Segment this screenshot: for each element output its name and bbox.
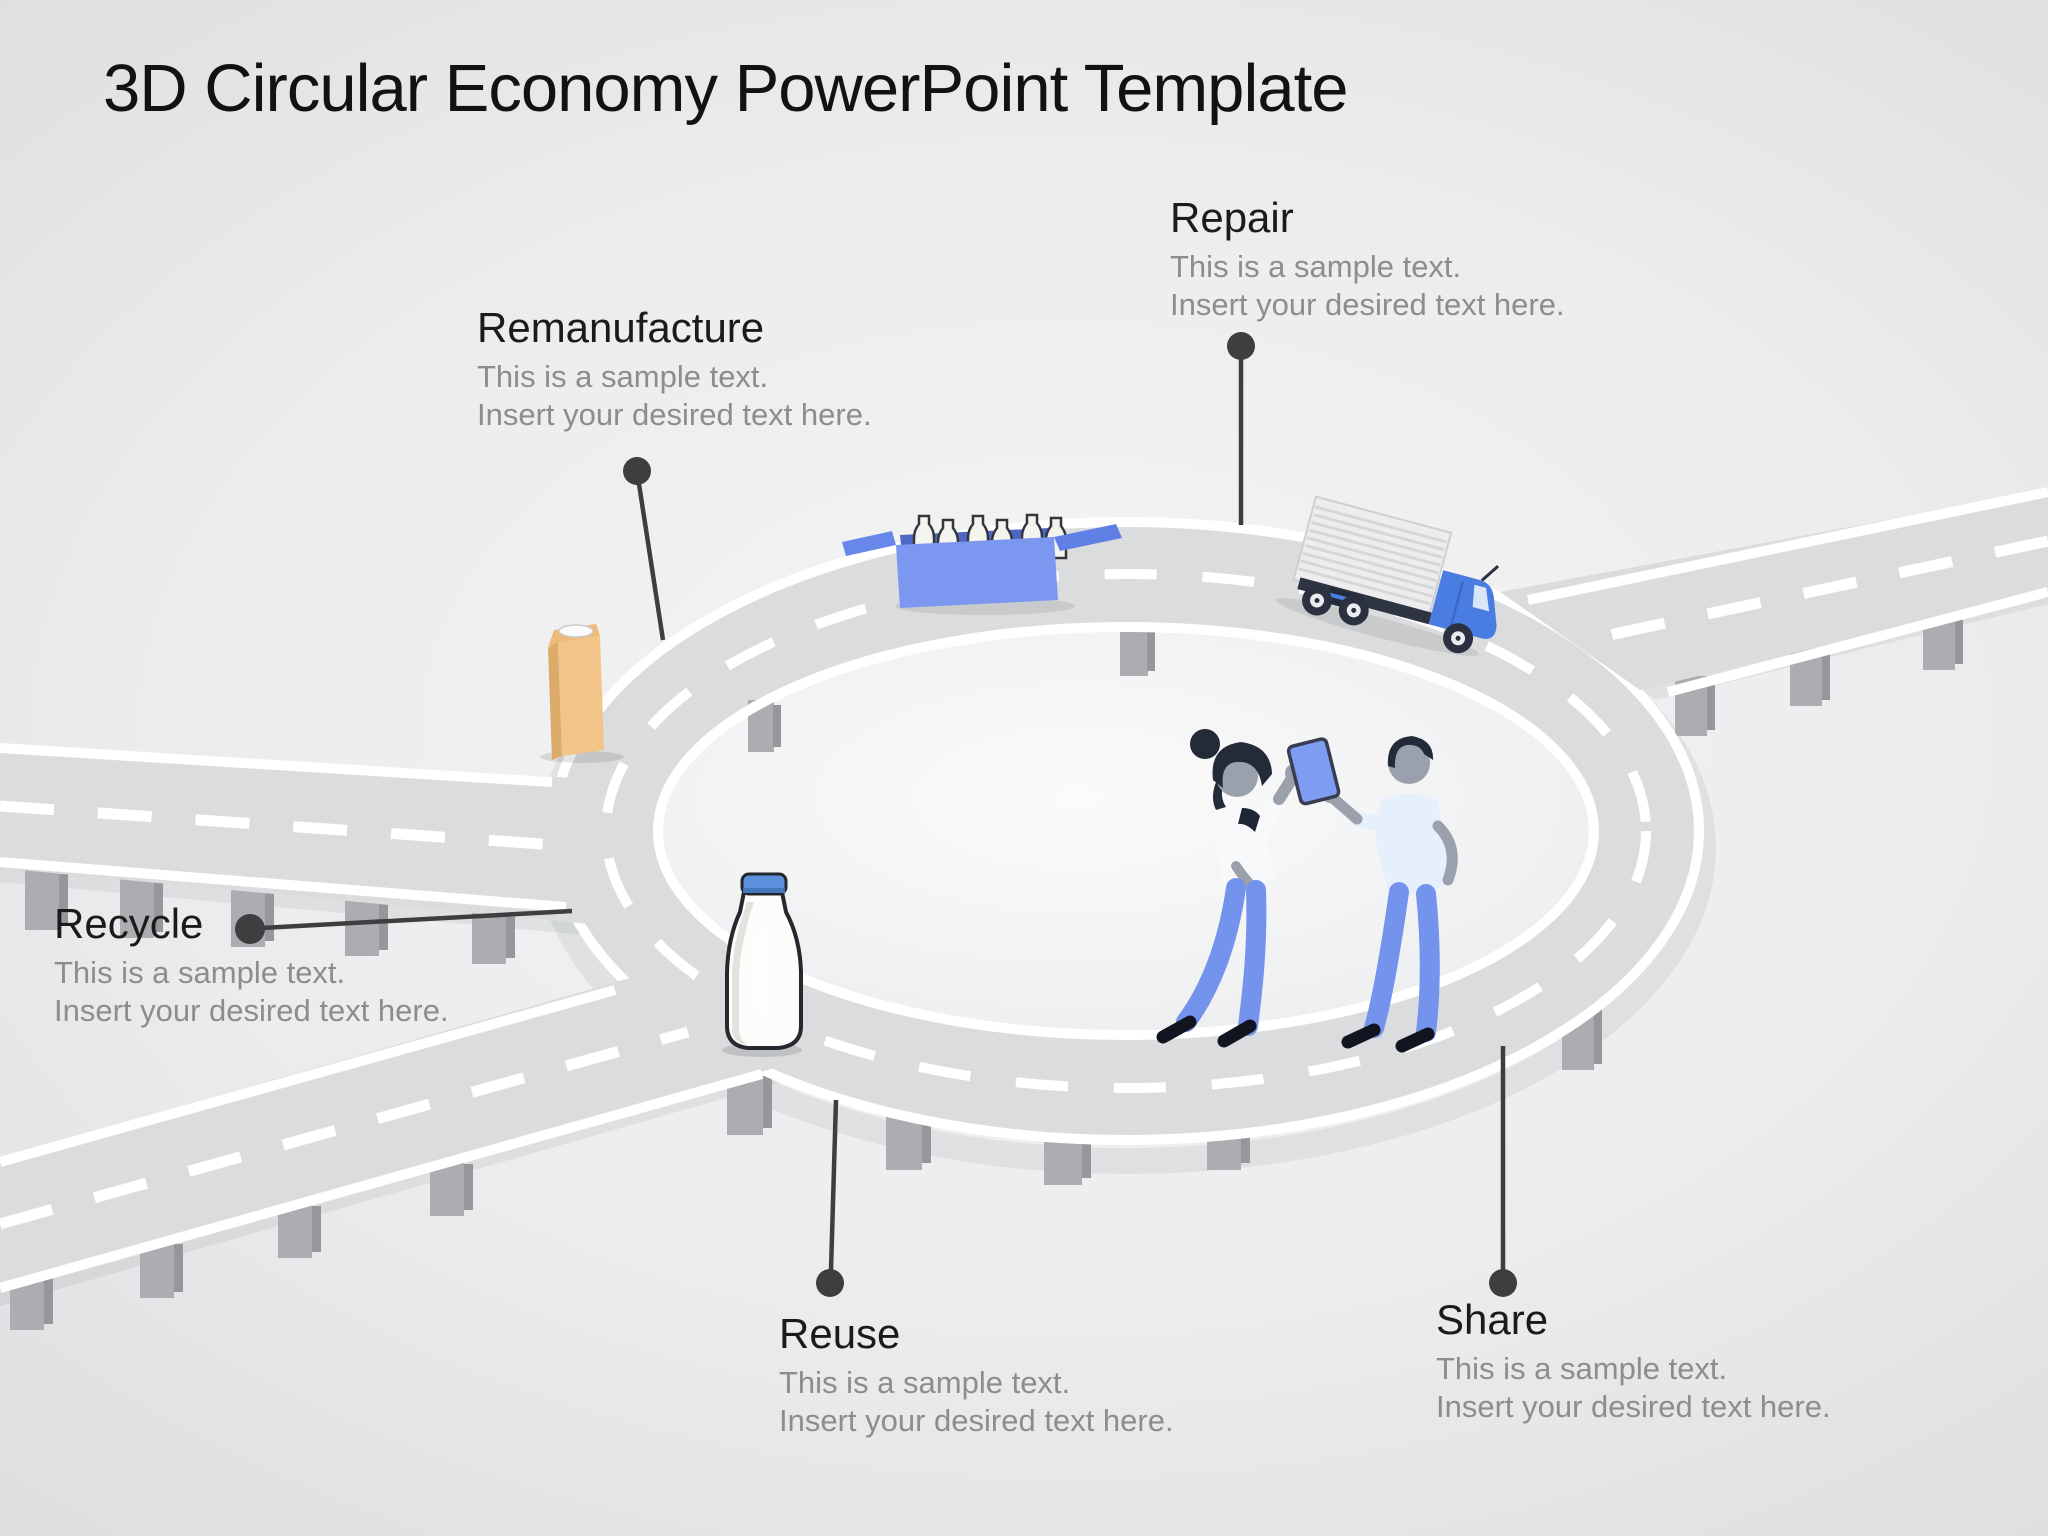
callout-body-line: Insert your desired text here. bbox=[779, 1403, 1174, 1438]
callout-body-line: Insert your desired text here. bbox=[477, 397, 872, 432]
callout-share: Share This is a sample text. Insert your… bbox=[1436, 1296, 1831, 1426]
callout-heading: Share bbox=[1436, 1296, 1549, 1343]
callout-remanufacture: Remanufacture This is a sample text. Ins… bbox=[477, 304, 872, 434]
roundabout-center-dash bbox=[601, 569, 1651, 1093]
leader-lines bbox=[235, 332, 1517, 1297]
callout-repair: Repair This is a sample text. Insert you… bbox=[1170, 194, 1565, 324]
leader-repair bbox=[1227, 332, 1255, 525]
callout-heading: Repair bbox=[1170, 194, 1294, 241]
callout-body-line: Insert your desired text here. bbox=[1436, 1389, 1831, 1424]
callout-heading: Reuse bbox=[779, 1310, 901, 1357]
beverage-carton-icon bbox=[540, 624, 624, 763]
leader-share bbox=[1489, 1046, 1517, 1297]
tablet-icon bbox=[1286, 737, 1341, 806]
callout-heading: Remanufacture bbox=[477, 304, 765, 351]
woman-figure bbox=[1156, 729, 1303, 1048]
callout-body-line: Insert your desired text here. bbox=[54, 993, 449, 1028]
man-figure bbox=[1286, 736, 1458, 1053]
callout-body-line: Insert your desired text here. bbox=[1170, 287, 1565, 322]
callout-body-line: This is a sample text. bbox=[1170, 249, 1462, 284]
milk-bottle-icon bbox=[722, 872, 803, 1057]
callout-body-line: This is a sample text. bbox=[1436, 1351, 1728, 1386]
open-box-with-bottles-icon bbox=[842, 513, 1122, 615]
callout-body-line: This is a sample text. bbox=[54, 955, 346, 990]
roundabout-courtyard bbox=[658, 627, 1594, 1035]
callout-reuse: Reuse This is a sample text. Insert your… bbox=[779, 1310, 1174, 1440]
branch-roads bbox=[0, 487, 2048, 1293]
roundabout-inner-edge bbox=[653, 622, 1599, 1040]
page-title: 3D Circular Economy PowerPoint Template bbox=[103, 51, 1348, 126]
two-people-with-tablet-icon bbox=[1156, 729, 1458, 1053]
callout-body-line: This is a sample text. bbox=[477, 359, 769, 394]
leader-reuse bbox=[816, 1099, 844, 1297]
delivery-truck-icon bbox=[1275, 495, 1500, 656]
callout-heading: Recycle bbox=[54, 900, 204, 947]
callout-body-line: This is a sample text. bbox=[779, 1365, 1071, 1400]
leader-recycle bbox=[235, 908, 573, 944]
leader-remanufacture bbox=[623, 457, 666, 641]
callout-recycle: Recycle This is a sample text. Insert yo… bbox=[54, 900, 449, 1030]
